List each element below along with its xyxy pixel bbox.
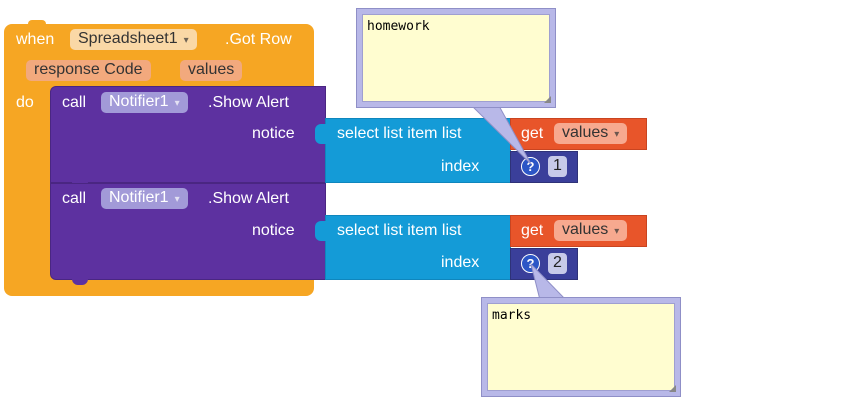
chevron-down-icon: ▾ — [614, 226, 620, 237]
chevron-down-icon: ▾ — [614, 129, 620, 140]
resize-handle-icon[interactable] — [544, 96, 551, 103]
param-response-code[interactable]: response Code — [26, 60, 151, 81]
select-list-item-block[interactable] — [325, 215, 511, 280]
call-label: call — [62, 190, 87, 207]
comment-text-marks[interactable]: marks — [487, 303, 675, 391]
select-list-item-block[interactable] — [325, 118, 511, 183]
question-mark-icon[interactable]: ? — [521, 157, 540, 176]
list-block-plug — [315, 124, 327, 144]
call-block-show-alert[interactable] — [50, 86, 326, 183]
argument-label-notice: notice — [252, 222, 295, 239]
list-block-plug — [315, 221, 327, 241]
comment-text-homework[interactable]: homework — [362, 14, 550, 102]
chevron-down-icon: ▾ — [183, 35, 189, 46]
component-dropdown-label: Spreadsheet1 — [78, 30, 178, 47]
resize-handle-icon[interactable] — [669, 385, 676, 392]
chevron-down-icon: ▾ — [174, 194, 180, 205]
event-when-label: when — [16, 31, 55, 48]
get-label: get — [521, 125, 544, 142]
variable-dropdown-values[interactable]: values ▾ — [554, 123, 628, 144]
get-label: get — [521, 222, 544, 239]
component-dropdown-label: Notifier1 — [109, 93, 169, 110]
comment-pointer-marks — [530, 262, 568, 301]
component-dropdown-label: Notifier1 — [109, 189, 169, 206]
list-block-label: select list item list — [337, 222, 462, 239]
call-block-show-alert[interactable] — [50, 183, 326, 280]
index-label: index — [441, 254, 480, 271]
component-dropdown-spreadsheet[interactable]: Spreadsheet1 ▾ — [70, 29, 197, 50]
event-name-label: .Got Row — [225, 31, 292, 48]
argument-label-notice: notice — [252, 125, 295, 142]
index-label: index — [441, 158, 480, 175]
call-label: call — [62, 94, 87, 111]
param-label: values — [188, 61, 235, 78]
variable-dropdown-label: values — [562, 221, 609, 238]
event-top-notch — [28, 20, 46, 26]
list-block-label: select list item list — [337, 125, 462, 142]
component-dropdown-notifier[interactable]: Notifier1 ▾ — [101, 92, 188, 113]
number-value[interactable]: 2 — [548, 253, 567, 274]
call-block-notch — [72, 279, 88, 285]
comment-pointer-homework — [468, 103, 532, 165]
number-value[interactable]: 1 — [548, 156, 567, 177]
param-label: response Code — [34, 61, 143, 78]
variable-dropdown-label: values — [562, 124, 609, 141]
component-dropdown-notifier[interactable]: Notifier1 ▾ — [101, 188, 188, 209]
variable-dropdown-values[interactable]: values ▾ — [554, 220, 628, 241]
method-label: .Show Alert — [208, 190, 289, 207]
method-label: .Show Alert — [208, 94, 289, 111]
param-values[interactable]: values — [180, 60, 243, 81]
event-do-label: do — [16, 94, 34, 111]
chevron-down-icon: ▾ — [174, 98, 180, 109]
